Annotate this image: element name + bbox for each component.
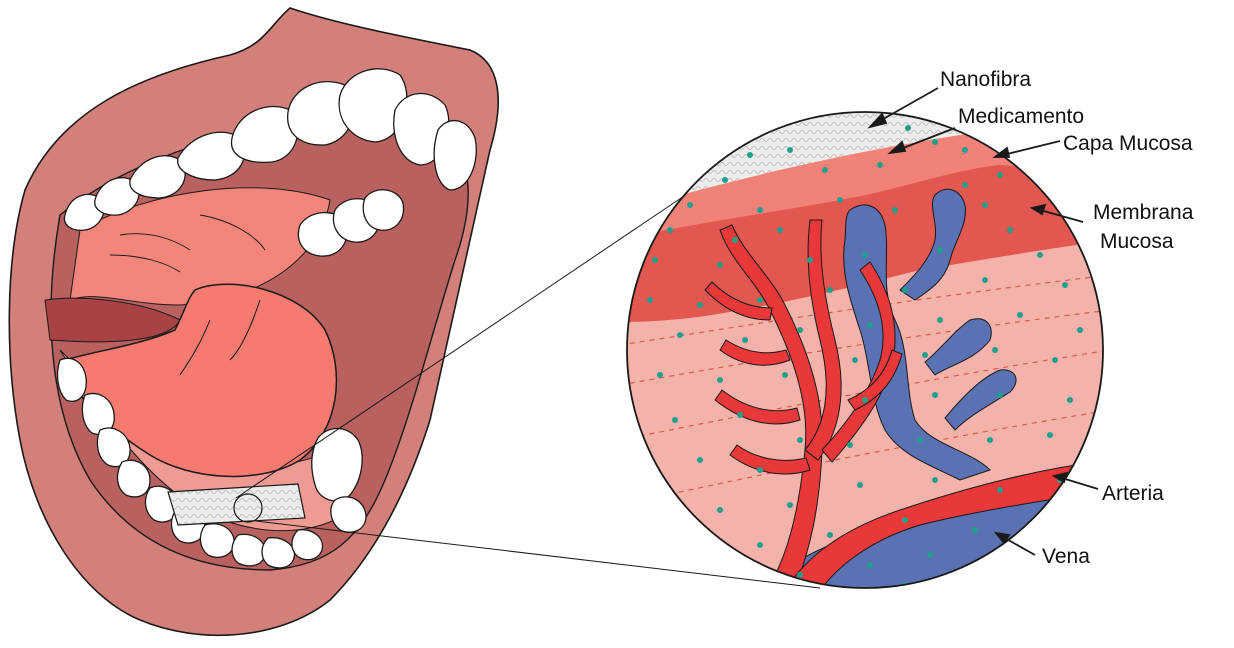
label-mucosa: Mucosa	[1100, 230, 1174, 253]
label-arteria: Arteria	[1102, 482, 1164, 505]
nanofiber-patch	[168, 484, 305, 525]
label-capa-mucosa: Capa Mucosa	[1063, 132, 1193, 155]
label-nanofibra: Nanofibra	[940, 68, 1031, 91]
label-membrana: Membrana	[1093, 201, 1194, 224]
label-vena: Vena	[1042, 545, 1090, 568]
label-medicamento: Medicamento	[958, 105, 1084, 128]
magnified-tissue	[620, 100, 1120, 600]
